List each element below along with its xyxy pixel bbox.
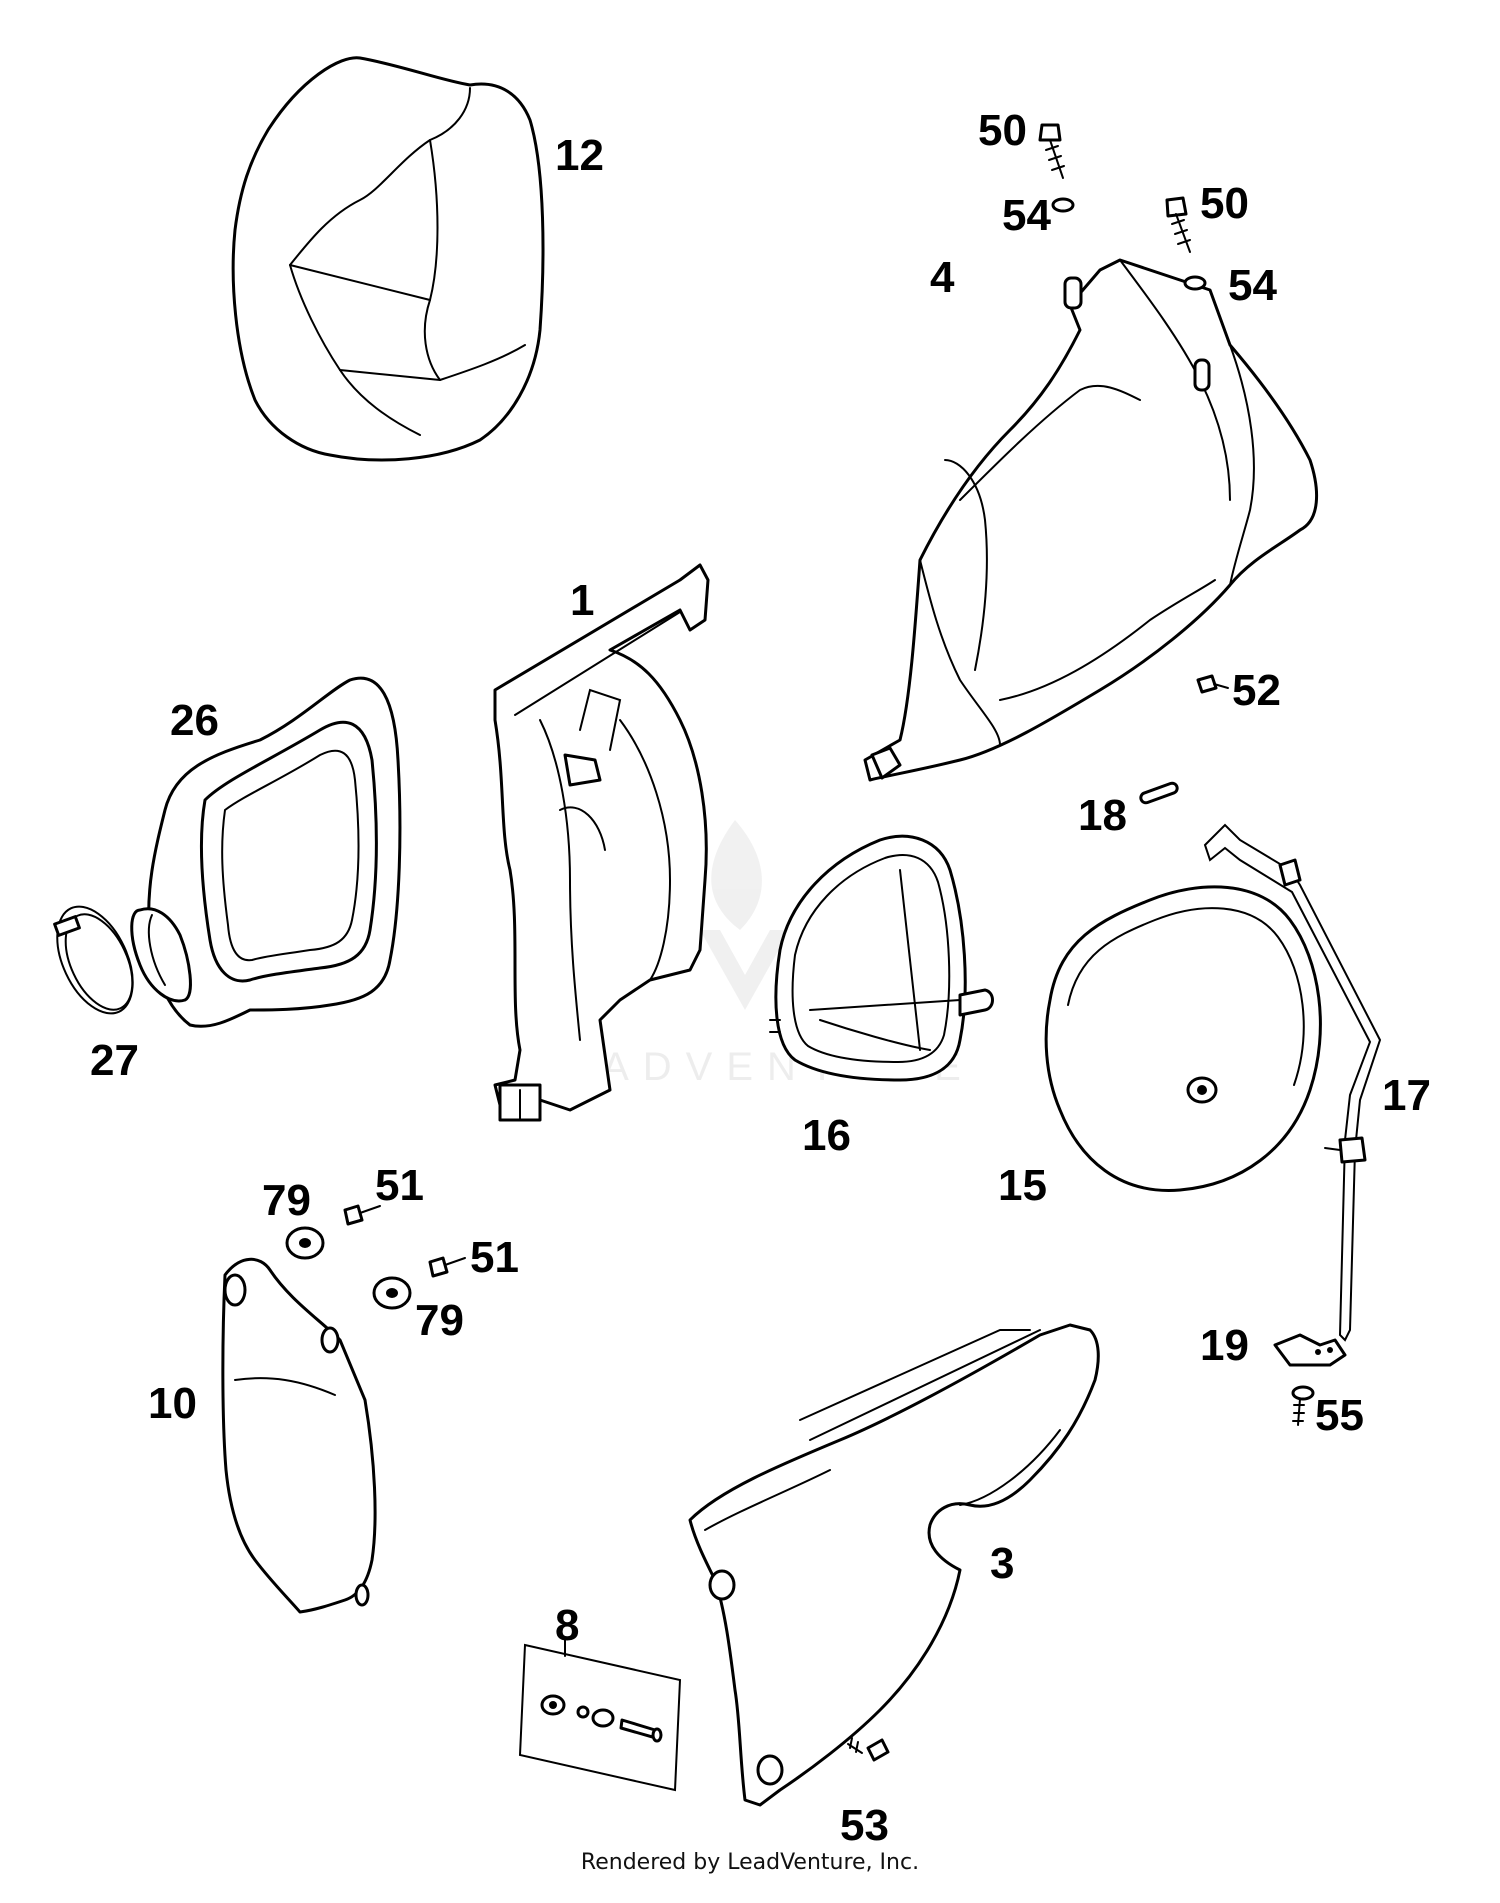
part-10-side-cover[interactable] xyxy=(221,1257,377,1614)
part-4-airbox-housing[interactable] xyxy=(863,258,1319,782)
callout-54-left[interactable]: 54 xyxy=(1002,191,1051,240)
part-16-filter-cage[interactable] xyxy=(769,834,994,1082)
callout-3[interactable]: 3 xyxy=(990,1539,1014,1588)
part-18-pin[interactable] xyxy=(1139,781,1179,805)
part-79-grommet-lower[interactable] xyxy=(372,1276,412,1310)
callout-79-upper[interactable]: 79 xyxy=(262,1176,311,1225)
callout-27[interactable]: 27 xyxy=(90,1036,139,1085)
part-19-clip[interactable] xyxy=(1273,1333,1347,1367)
callouts: 1 3 4 8 10 12 15 16 17 18 19 26 27 50 50… xyxy=(90,106,1431,1850)
part-27-hose-clamp[interactable] xyxy=(42,895,148,1025)
part-12-airbox-cover[interactable] xyxy=(231,56,545,462)
part-53-screw[interactable] xyxy=(847,1737,890,1762)
footer-credit: Rendered by LeadVenture, Inc. xyxy=(580,1850,920,1875)
callout-79-lower[interactable]: 79 xyxy=(415,1296,464,1345)
callout-17[interactable]: 17 xyxy=(1382,1071,1431,1120)
part-55-screw[interactable] xyxy=(1291,1385,1315,1426)
callout-15[interactable]: 15 xyxy=(998,1161,1047,1210)
callout-12[interactable]: 12 xyxy=(555,131,604,180)
part-50-screw-top-right[interactable] xyxy=(1165,196,1191,253)
watermark-v-icon xyxy=(700,930,790,1010)
callout-51-lower[interactable]: 51 xyxy=(470,1233,519,1282)
callout-53[interactable]: 53 xyxy=(840,1801,889,1850)
part-54-washer-top-left[interactable] xyxy=(1051,197,1075,213)
part-1-subframe[interactable] xyxy=(493,563,710,1122)
part-3-number-plate-panel[interactable] xyxy=(688,1323,1100,1807)
callout-18[interactable]: 18 xyxy=(1078,791,1127,840)
part-52-screw[interactable] xyxy=(1196,674,1229,694)
part-50-screw-top-left[interactable] xyxy=(1038,123,1065,179)
part-51-screw-lower[interactable] xyxy=(428,1256,466,1278)
part-51-screw-upper[interactable] xyxy=(343,1204,381,1226)
callout-52[interactable]: 52 xyxy=(1232,666,1281,715)
watermark-flame-icon xyxy=(711,820,762,930)
callout-4[interactable]: 4 xyxy=(930,253,955,302)
part-8-fastener-kit[interactable] xyxy=(518,1639,682,1792)
part-17-wire-bracket[interactable] xyxy=(1203,823,1382,1342)
callout-26[interactable]: 26 xyxy=(170,696,219,745)
part-54-washer-top-right[interactable] xyxy=(1183,275,1207,291)
callout-50-left[interactable]: 50 xyxy=(978,106,1027,155)
callout-55[interactable]: 55 xyxy=(1315,1391,1364,1440)
callout-16[interactable]: 16 xyxy=(802,1111,851,1160)
callout-19[interactable]: 19 xyxy=(1200,1321,1249,1370)
part-26-intake-boot[interactable] xyxy=(130,676,402,1028)
part-79-grommet-upper[interactable] xyxy=(285,1226,325,1260)
callout-8[interactable]: 8 xyxy=(555,1601,579,1650)
callout-50-right[interactable]: 50 xyxy=(1200,179,1249,228)
callout-51-upper[interactable]: 51 xyxy=(375,1161,424,1210)
part-15-air-filter[interactable] xyxy=(1044,885,1322,1192)
callout-54-right[interactable]: 54 xyxy=(1228,261,1277,310)
callout-10[interactable]: 10 xyxy=(148,1379,197,1428)
callout-1[interactable]: 1 xyxy=(570,576,594,625)
